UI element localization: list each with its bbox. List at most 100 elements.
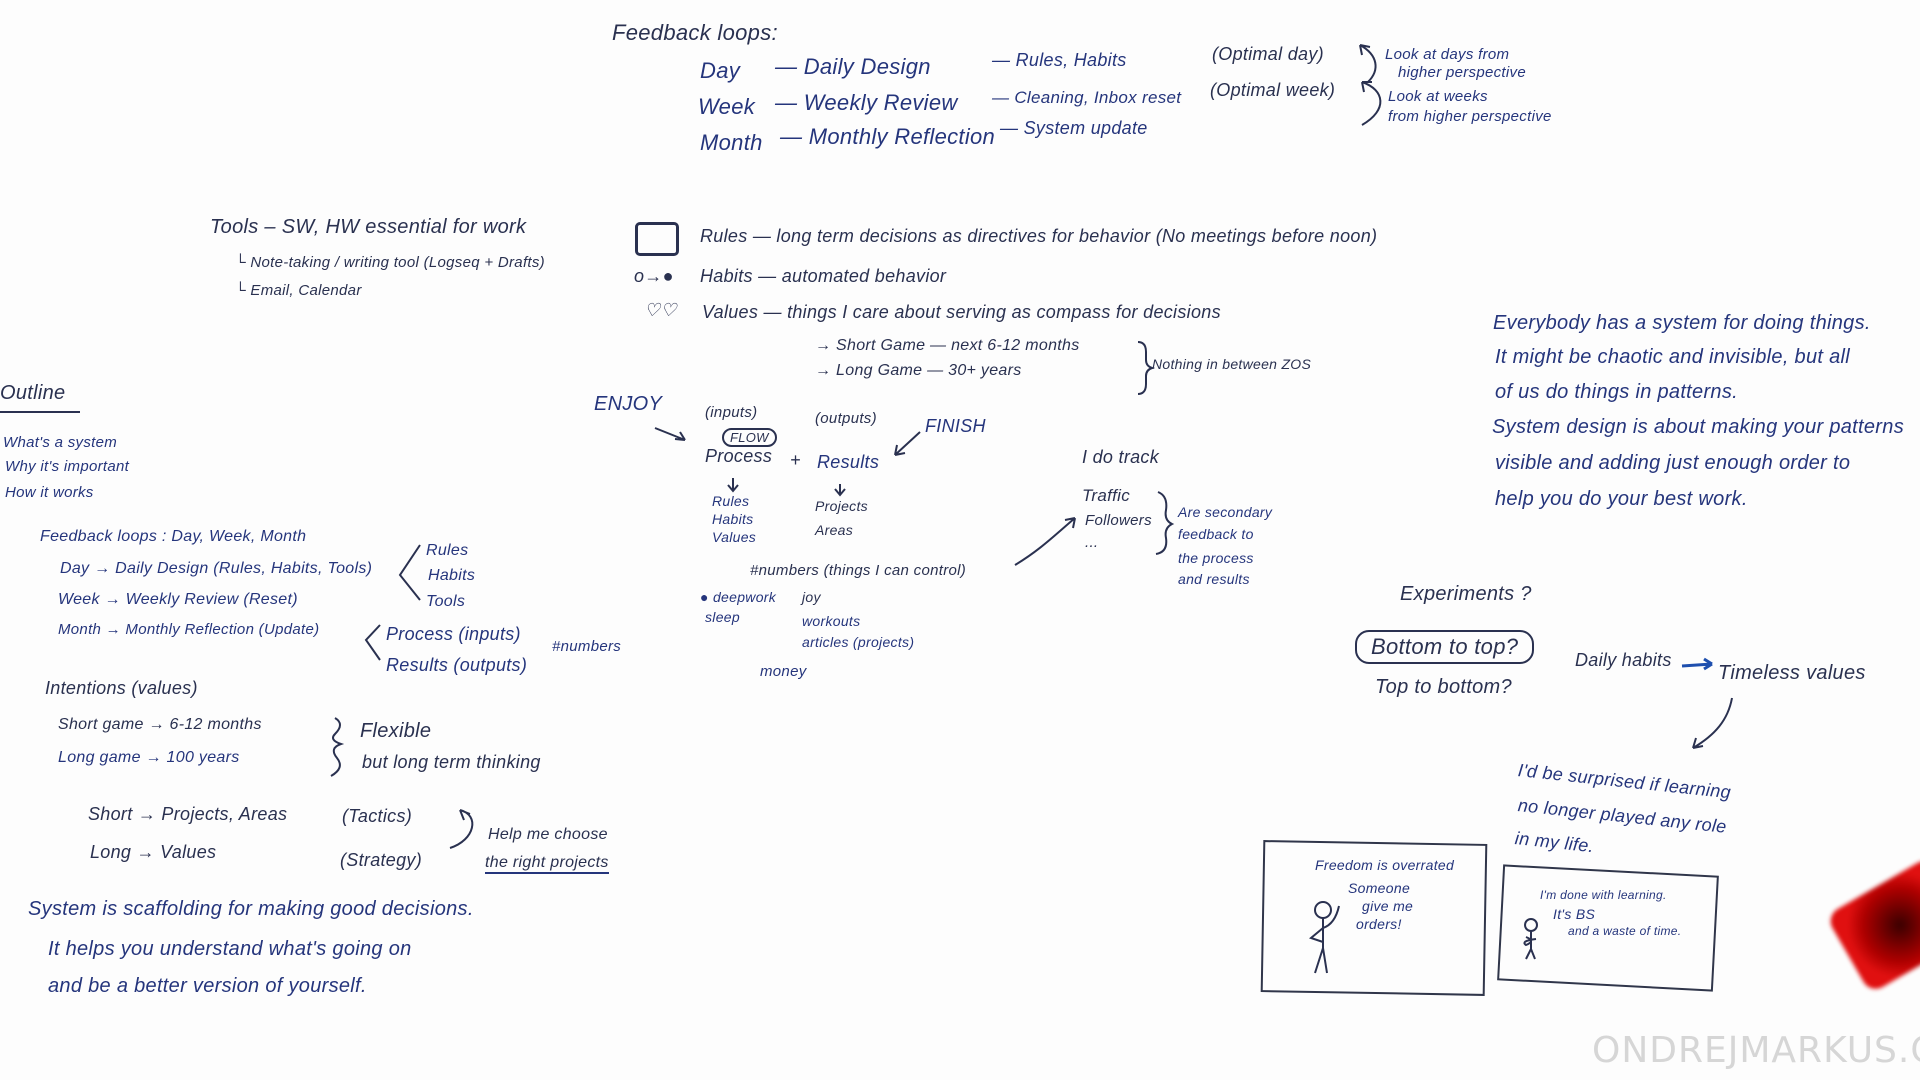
up-arrow-icon <box>449 809 474 849</box>
outline-results: Results (outputs) <box>386 655 528 675</box>
paragraph-line: System design is about making your patte… <box>1492 416 1904 438</box>
process-item: Rules <box>712 493 750 509</box>
surprised-line: I'd be surprised if learning <box>1517 760 1732 803</box>
paragraph-line: of us do things in patterns. <box>1495 381 1738 403</box>
long-values: Long → Values <box>90 842 217 862</box>
numbers-line: #numbers (things I can control) <box>750 562 967 579</box>
up-arrow-icon <box>1359 44 1377 83</box>
paragraph-line: help you do your best work. <box>1495 488 1748 510</box>
outline-tool: Habits <box>428 567 476 584</box>
outline-numbers: #numbers <box>552 638 622 655</box>
outline-loop: Week → Weekly Review (Reset) <box>58 591 298 608</box>
short-projects: Short → Projects, Areas <box>88 804 288 824</box>
side-note: Look at weeks <box>1388 88 1488 105</box>
arrow-icon <box>1014 517 1076 566</box>
loop-note: (Optimal day) <box>1212 44 1324 64</box>
paragraph-line: Everybody has a system for doing things. <box>1493 312 1871 334</box>
feedback-loops-title: Feedback loops: <box>612 20 778 45</box>
arrow-icon <box>654 427 686 441</box>
bracket <box>364 624 381 661</box>
strategy: (Strategy) <box>340 850 423 870</box>
outline-process: Process (inputs) <box>386 624 521 644</box>
metric: workouts <box>802 613 861 629</box>
habits-icon: o→● <box>634 266 674 286</box>
short-game: → Short Game — next 6-12 months <box>815 337 1080 354</box>
process-item: Values <box>712 529 757 545</box>
track-item: ... <box>1085 534 1099 551</box>
tools-item: └ Note-taking / writing tool (Logseq + D… <box>235 254 545 271</box>
loop-period: Week <box>698 94 756 119</box>
secondary-note: Are secondary <box>1178 504 1273 520</box>
help-choose: Help me choose <box>488 826 608 843</box>
side-note: higher perspective <box>1398 64 1526 81</box>
brace <box>330 717 345 777</box>
enjoy: ENJOY <box>594 393 663 415</box>
comic-text: give me <box>1362 898 1414 914</box>
secondary-note: feedback to <box>1178 526 1254 542</box>
rules-square-icon <box>635 222 679 256</box>
outline-title: Outline <box>0 382 80 413</box>
intentions-title: Intentions (values) <box>45 678 198 698</box>
brace <box>1137 341 1156 395</box>
habits-line: Habits — automated behavior <box>700 266 947 286</box>
bottom-to-top: Bottom to top? <box>1355 630 1535 664</box>
values-line: Values — things I care about serving as … <box>702 302 1221 322</box>
loop-period: Month <box>700 130 763 155</box>
flow-badge: FLOW <box>722 428 777 447</box>
timeless-values: Timeless values <box>1718 662 1866 684</box>
flexible: Flexible <box>360 720 432 742</box>
summary-line: and be a better version of yourself. <box>48 975 367 997</box>
rules-line: Rules — long term decisions as directive… <box>700 226 1378 246</box>
outline-item: How it works <box>5 484 94 501</box>
outline-loop: Day → Daily Design (Rules, Habits, Tools… <box>60 560 373 577</box>
experiments-title: Experiments ? <box>1400 583 1532 605</box>
process-item: Habits <box>712 511 754 527</box>
bracket <box>398 544 421 601</box>
eraser <box>1825 856 1920 994</box>
comic-text: I'm done with learning. <box>1540 888 1667 902</box>
comic-text: orders! <box>1356 916 1402 932</box>
short-game-line: Short game → 6-12 months <box>58 716 262 733</box>
tools-title: Tools – SW, HW essential for work <box>210 216 527 238</box>
down-arrow-icon <box>834 484 846 497</box>
loop-ritual: — Daily Design <box>775 54 931 79</box>
track-item: Followers <box>1085 512 1152 529</box>
outline-tool: Tools <box>426 593 466 610</box>
metric-deepwork: ● deepwork <box>700 589 777 605</box>
track-item: Traffic <box>1082 486 1131 505</box>
daily-habits: Daily habits <box>1575 650 1672 670</box>
top-to-bottom: Top to bottom? <box>1375 676 1512 698</box>
result-item: Projects <box>815 498 868 514</box>
long-term-thinking: but long term thinking <box>362 752 541 772</box>
nothing-between: Nothing in between ZOS <box>1152 356 1312 372</box>
down-arrow-icon <box>1692 697 1733 749</box>
paragraph-line: It might be chaotic and invisible, but a… <box>1495 346 1851 368</box>
tactics: (Tactics) <box>342 806 413 826</box>
finish: FINISH <box>925 416 986 436</box>
metric-money: money <box>760 663 807 680</box>
plus: + <box>790 450 801 470</box>
track-title: I do track <box>1082 447 1160 467</box>
loop-period: Day <box>700 58 741 83</box>
metric: sleep <box>705 609 740 625</box>
tools-item: └ Email, Calendar <box>235 282 362 299</box>
summary-line: System is scaffolding for making good de… <box>28 898 474 920</box>
outline-tool: Rules <box>426 542 469 559</box>
side-note: Look at days from <box>1385 46 1510 63</box>
long-game: → Long Game — 30+ years <box>815 362 1022 379</box>
watermark: ONDREJMARKUS.COM <box>1592 1030 1920 1071</box>
inputs: (inputs) <box>705 404 758 421</box>
right-projects: the right projects <box>485 854 609 874</box>
secondary-note: the process <box>1178 550 1254 566</box>
comic-text: It's BS <box>1553 906 1596 922</box>
paragraph-line: visible and adding just enough order to <box>1495 452 1851 474</box>
arrow-icon <box>894 431 921 456</box>
comic-text: Freedom is overrated <box>1315 857 1455 873</box>
down-arrow-icon <box>727 478 739 493</box>
summary-line: It helps you understand what's going on <box>48 938 412 960</box>
loop-focus: — Cleaning, Inbox reset <box>992 88 1182 107</box>
metric-label: deepwork <box>712 589 777 605</box>
metric: articles (projects) <box>802 634 915 650</box>
arrow-icon <box>1681 657 1713 671</box>
loop-focus: — System update <box>1000 118 1148 138</box>
